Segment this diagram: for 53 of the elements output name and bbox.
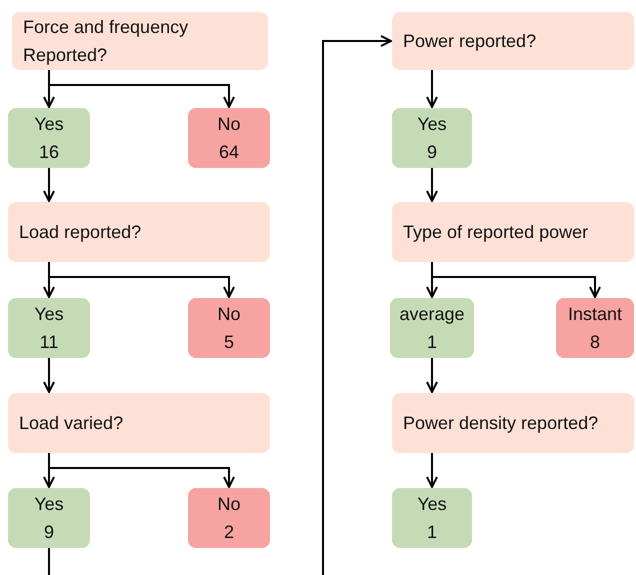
count-value: 11 (40, 331, 58, 354)
arrow (43, 358, 55, 393)
count-value: 1 (426, 521, 437, 544)
count-value: 9 (44, 521, 54, 544)
arrow (48, 70, 235, 108)
question-box (12, 12, 268, 70)
question-text: Type of reported power (403, 221, 588, 244)
arrow (48, 35, 392, 575)
answer-label: Yes (34, 303, 64, 326)
question-text: Power density reported? (403, 412, 598, 435)
arrow (43, 168, 55, 202)
answer-label: No (217, 303, 240, 326)
answer-label: Yes (417, 493, 447, 516)
arrow (426, 358, 438, 393)
answer-label: Yes (34, 113, 64, 136)
count-box (392, 108, 472, 168)
arrow (426, 168, 438, 202)
count-box (188, 108, 270, 168)
question-box (392, 202, 634, 262)
count-value: 1 (426, 331, 437, 354)
question-text: Force and frequency Reported? (23, 16, 190, 67)
question-box (392, 393, 634, 453)
answer-label: No (217, 113, 240, 136)
arrow (48, 262, 235, 298)
count-value: 16 (38, 141, 60, 164)
count-box (390, 298, 474, 358)
answer-label: Yes (417, 113, 447, 136)
count-value: 9 (426, 141, 437, 164)
answer-label: average (399, 303, 465, 326)
question-box (8, 202, 270, 262)
answer-label: No (217, 493, 240, 516)
question-text: Power reported? (403, 30, 536, 53)
count-box (556, 298, 634, 358)
count-value: 8 (590, 331, 600, 354)
arrow (48, 453, 235, 488)
count-value: 2 (224, 521, 234, 544)
count-box (8, 298, 90, 358)
count-box (188, 298, 270, 358)
question-box (8, 393, 270, 453)
question-text: Load reported? (19, 221, 142, 244)
count-box (392, 488, 472, 548)
arrow (431, 262, 601, 298)
count-box (188, 488, 270, 548)
count-value: 5 (224, 331, 234, 354)
question-text: Load varied? (19, 412, 124, 435)
question-box (392, 12, 634, 70)
count-box (8, 108, 90, 168)
arrow (426, 453, 438, 488)
answer-label: Instant (568, 303, 622, 326)
answer-label: Yes (34, 493, 64, 516)
arrow (426, 70, 438, 108)
count-value: 64 (218, 141, 240, 164)
count-box (8, 488, 90, 548)
